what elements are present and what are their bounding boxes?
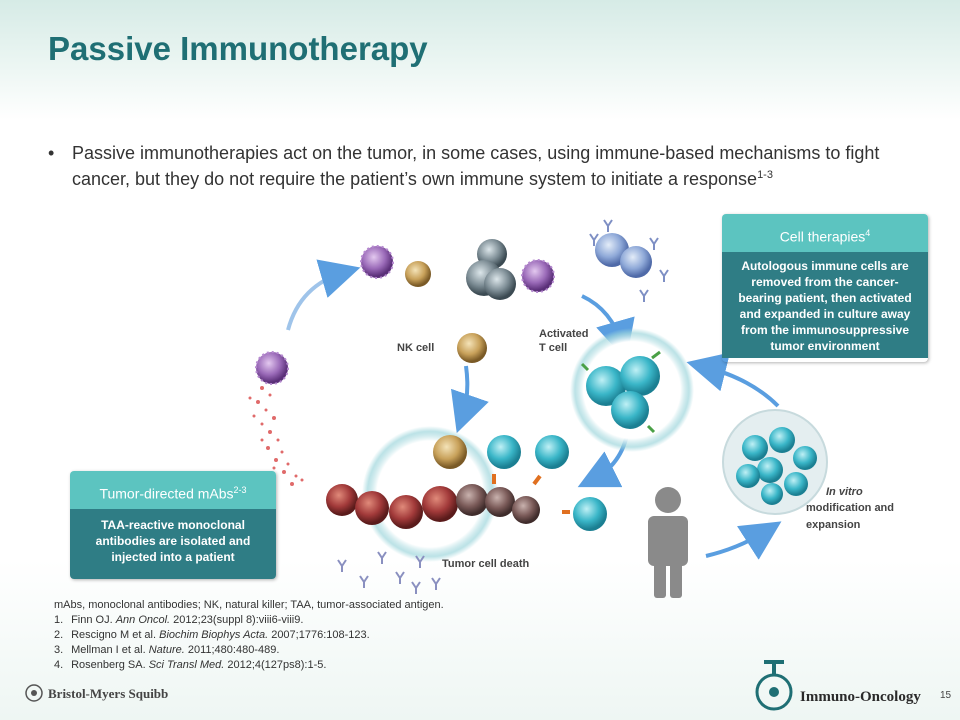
- antibody-icons: [589, 219, 669, 302]
- tumor-cells: [326, 484, 540, 529]
- return-arrow: [686, 352, 780, 408]
- ref-details: 2011;480:480-489.: [184, 644, 280, 656]
- mabs-sup: 2-3: [233, 485, 247, 495]
- modification-label: modification and: [806, 502, 894, 514]
- ref-author: Mellman I et al.: [71, 644, 149, 656]
- ref-journal: Biochim Biophys Acta.: [159, 629, 269, 641]
- header-band: [0, 0, 960, 120]
- nk-cell: [433, 435, 467, 469]
- bullet-sup: 1-3: [757, 169, 773, 181]
- bms-wordmark: Bristol-Myers Squibb: [48, 686, 169, 701]
- bullet-text: Passive immunotherapies act on the tumor…: [72, 142, 918, 190]
- immuno-oncology-logo: [755, 660, 793, 711]
- slide-title: Passive Immunotherapy: [48, 30, 428, 67]
- t-cell: [573, 497, 607, 531]
- abbreviations: mAbs, monoclonal antibodies; NK, natural…: [54, 599, 444, 611]
- cell-therapies-callout: Cell therapies4 Autologous immune cells …: [722, 214, 928, 362]
- bullet-body: Passive immunotherapies act on the tumor…: [72, 143, 880, 189]
- patient-arrow: [705, 521, 782, 560]
- t-cell: [611, 391, 649, 429]
- dendritic-cell: [255, 351, 289, 385]
- footer-band: [0, 560, 960, 720]
- blue-cell: [620, 246, 652, 278]
- mabs-title: Tumor-directed mAbs: [99, 485, 234, 502]
- purple-cell: [360, 245, 394, 279]
- ref-number: 3.: [54, 644, 64, 656]
- ref-number: 2.: [54, 629, 64, 641]
- ref-journal: Nature.: [148, 644, 185, 656]
- reference-2: 2. Rescigno M et al. Biochim Biophys Act…: [54, 628, 444, 643]
- activated-tcell-label-2: T cell: [539, 342, 568, 354]
- page-number: 15: [940, 690, 952, 701]
- cycle-arrow: [286, 259, 361, 331]
- ref-details: 2012;4(127ps8):1-5.: [224, 659, 327, 671]
- ref-author: Rosenberg SA.: [71, 659, 149, 671]
- cell-therapies-sup: 4: [865, 228, 871, 238]
- grey-cell: [484, 268, 516, 300]
- ref-details: 2012;23(suppl 8):viii6-viii9.: [170, 614, 304, 626]
- tcr-receptors: [580, 350, 661, 434]
- ref-author: Rescigno M et al.: [71, 629, 160, 641]
- ref-journal: Sci Transl Med.: [148, 659, 225, 671]
- mabs-callout: Tumor-directed mAbs2-3 TAA-reactive mono…: [70, 471, 276, 579]
- nk-cell: [457, 333, 487, 363]
- t-cell: [487, 435, 521, 469]
- immuno-oncology-wordmark: Immuno-Oncology: [800, 689, 921, 705]
- patient-figure: [648, 487, 688, 598]
- nk-cell: [405, 261, 431, 287]
- expansion-label: expansion: [806, 519, 861, 531]
- in-vitro-label: In vitro: [826, 486, 863, 498]
- reference-4: 4. Rosenberg SA. Sci Transl Med. 2012;4(…: [54, 658, 444, 673]
- cell-therapies-heading: Cell therapies4: [722, 214, 928, 252]
- mabs-heading: Tumor-directed mAbs2-3: [70, 471, 276, 509]
- purple-cell: [521, 259, 555, 293]
- bullet-dot: •: [48, 143, 55, 163]
- in-vitro-cluster: [736, 427, 817, 505]
- cell-therapies-title: Cell therapies: [779, 228, 866, 245]
- ref-number: 4.: [54, 659, 64, 671]
- tumor-cell-death-label: Tumor cell death: [442, 558, 530, 570]
- reference-1: 1. Finn OJ. Ann Oncol. 2012;23(suppl 8):…: [54, 613, 444, 628]
- ref-number: 1.: [54, 614, 64, 626]
- nk-cell-label: NK cell: [397, 342, 435, 354]
- engagement-marks: [492, 474, 570, 514]
- t-cell: [586, 366, 626, 406]
- ref-author: Finn OJ.: [71, 614, 116, 626]
- reference-3: 3. Mellman I et al. Nature. 2011;480:480…: [54, 643, 444, 658]
- ref-details: 2007;1776:108-123.: [268, 629, 370, 641]
- free-antibodies: [337, 551, 441, 594]
- t-cell: [620, 356, 660, 396]
- bms-logo-mark: [25, 684, 43, 702]
- mabs-body: TAA-reactive monoclonal antibodies are i…: [70, 509, 276, 579]
- cell-therapies-body: Autologous immune cells are removed from…: [722, 252, 928, 358]
- bullet-point: • Passive immunotherapies act on the tum…: [48, 142, 918, 190]
- ref-journal: Ann Oncol.: [115, 614, 171, 626]
- nk-down-arrow: [450, 365, 489, 434]
- t-cell: [535, 435, 569, 469]
- activated-tcell-label-1: Activated: [539, 328, 589, 340]
- footnotes: mAbs, monoclonal antibodies; NK, natural…: [54, 598, 444, 673]
- antigen-dots: [248, 386, 304, 486]
